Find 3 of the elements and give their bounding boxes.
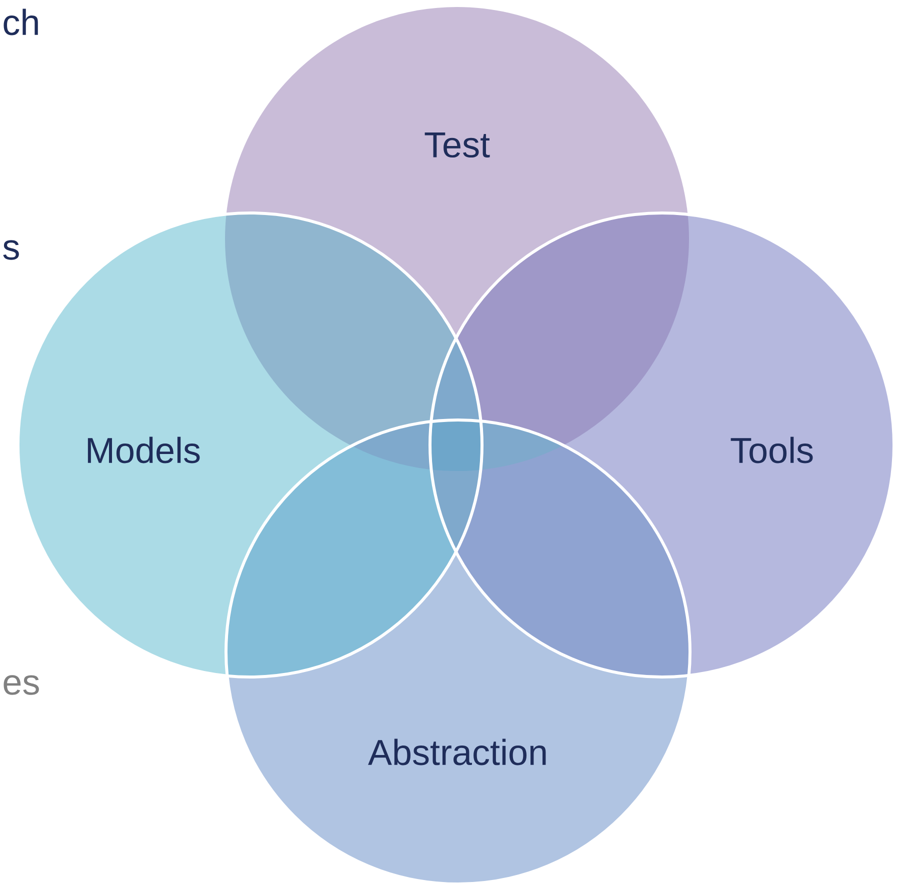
partial-text: es [4, 675, 39, 695]
partial-text: s [3, 240, 19, 260]
partial-text: ch [4, 8, 38, 36]
